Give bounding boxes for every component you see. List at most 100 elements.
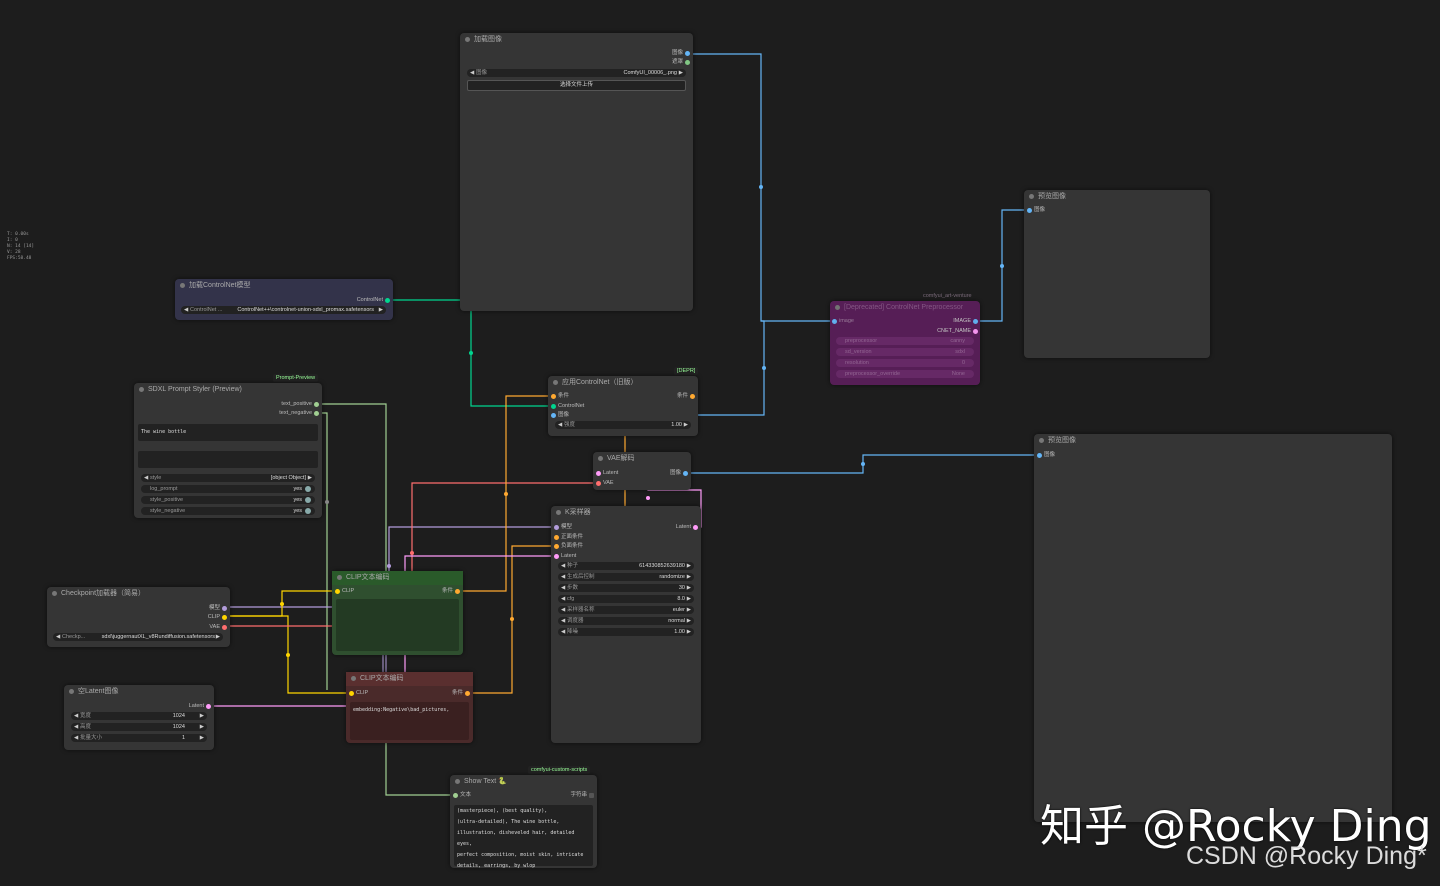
cfg-widget[interactable]: ◀ cfg 8.0 ▶ [558,595,694,603]
node-ksampler[interactable]: K采样器 模型 正面条件 负面条件 Latent Latent ◀ 种子 614… [551,506,701,743]
prompt-text-area[interactable] [336,599,459,651]
output-string-slot[interactable] [589,793,594,798]
node-title[interactable]: CLIP文本编码 [332,571,463,585]
scheduler-widget[interactable]: ◀ 调度器 normal ▶ [558,617,694,625]
arrow-right-icon[interactable]: ▶ [686,574,691,580]
node-load-controlnet[interactable]: 加载ControlNet模型 ControlNet ◀ ControlNet .… [175,279,393,320]
node-load-image[interactable]: 加载图像 图像 遮罩 ◀ 图像 ComfyUI_00006_.png ▶ 选择文… [460,33,693,311]
arrow-left-icon[interactable]: ◀ [74,713,79,719]
node-title[interactable]: 加载ControlNet模型 [175,279,393,293]
node-title[interactable]: CLIP文本编码 [346,672,473,686]
arrow-left-icon[interactable]: ◀ [144,475,149,481]
arrow-left-icon[interactable]: ◀ [561,607,566,613]
preprocessor-override-widget[interactable]: preprocessor_override None [836,370,974,378]
arrow-right-icon[interactable]: ▶ [678,70,683,76]
height-widget[interactable]: ◀ 高度 1024 ▶ [71,723,207,731]
arrow-right-icon[interactable]: ▶ [199,713,204,719]
input-text-slot[interactable] [453,793,458,798]
input-image-slot[interactable] [1037,453,1042,458]
node-controlnet-preprocessor[interactable]: [Deprecated] ControlNet Preprocessor ima… [830,301,980,385]
arrow-right-icon[interactable]: ▶ [307,475,312,481]
sd-version-widget[interactable]: sd_version sdxl [836,348,974,356]
output-mask-slot[interactable] [685,60,690,65]
arrow-left-icon[interactable]: ◀ [558,422,563,428]
denoise-widget[interactable]: ◀ 降噪 1.00 ▶ [558,628,694,636]
node-title[interactable]: VAE解码 [593,452,691,466]
arrow-left-icon[interactable]: ◀ [561,618,566,624]
output-image-slot[interactable] [685,51,690,56]
output-image-slot[interactable] [973,319,978,324]
controlnet-combo[interactable]: ◀ ControlNet ... ControlNet++\controlnet… [181,306,386,314]
node-vae-decode[interactable]: VAE解码 Latent VAE 图像 [593,452,691,490]
output-latent-slot[interactable] [206,704,211,709]
input-controlnet-slot[interactable] [551,404,556,409]
seed-widget[interactable]: ◀ 种子 614330852639180 ▶ [558,562,694,570]
input-latent-slot[interactable] [554,554,559,559]
arrow-left-icon[interactable]: ◀ [561,629,566,635]
input-clip-slot[interactable] [335,589,340,594]
arrow-left-icon[interactable]: ◀ [184,307,189,313]
input-image-slot[interactable] [551,413,556,418]
node-checkpoint-loader[interactable]: Checkpoint加载器（简易） 模型 CLIP VAE ◀ Checkp..… [47,587,230,647]
arrow-right-icon[interactable]: ▶ [686,607,691,613]
node-clip-text-negative[interactable]: CLIP文本编码 CLIP 条件 embedding:Negative\bad_… [346,672,473,743]
output-conditioning-slot[interactable] [465,691,470,696]
image-combo[interactable]: ◀ 图像 ComfyUI_00006_.png ▶ [467,69,686,77]
input-vae-slot[interactable] [596,481,601,486]
arrow-right-icon[interactable]: ▶ [686,563,691,569]
toggle-icon[interactable] [305,497,311,503]
output-latent-slot[interactable] [693,525,698,530]
arrow-right-icon[interactable]: ▶ [683,422,688,428]
sampler-name-widget[interactable]: ◀ 采样器名称 euler ▶ [558,606,694,614]
output-model-slot[interactable] [222,606,227,611]
log-prompt-toggle[interactable]: log_prompt yes [141,485,315,493]
input-model-slot[interactable] [554,525,559,530]
node-preview-image-2[interactable]: 预览图像 图像 [1034,434,1392,822]
input-positive-slot[interactable] [554,535,559,540]
toggle-icon[interactable] [305,508,311,514]
node-apply-controlnet[interactable]: 应用ControlNet（旧版） 条件 ControlNet 图像 条件 ◀ 强… [548,376,698,436]
style-negative-toggle[interactable]: style_negative yes [141,507,315,515]
node-show-text[interactable]: Show Text 🐍 文本 字符串 (masterpiece), (best … [450,775,597,869]
node-title[interactable]: 预览图像 [1024,190,1210,204]
positive-text-area[interactable]: The wine bottle [138,424,318,441]
strength-widget[interactable]: ◀ 强度 1.00 ▶ [555,421,691,429]
node-title[interactable]: 加载图像 [460,33,693,47]
arrow-left-icon[interactable]: ◀ [74,735,79,741]
output-conditioning-slot[interactable] [690,394,695,399]
input-image-slot[interactable] [1027,208,1032,213]
arrow-right-icon[interactable]: ▶ [686,596,691,602]
input-conditioning-slot[interactable] [551,394,556,399]
control-after-generate-widget[interactable]: ◀ 生成后控制 randomize ▶ [558,573,694,581]
input-image-slot[interactable] [832,319,837,324]
node-title[interactable]: Checkpoint加载器（简易） [47,587,230,601]
node-title[interactable]: K采样器 [551,506,701,520]
resolution-widget[interactable]: resolution 0 [836,359,974,367]
node-title[interactable]: Show Text 🐍 [450,775,597,789]
arrow-right-icon[interactable]: ▶ [686,585,691,591]
input-negative-slot[interactable] [554,544,559,549]
output-clip-slot[interactable] [222,615,227,620]
output-vae-slot[interactable] [222,625,227,630]
arrow-right-icon[interactable]: ▶ [199,724,204,730]
arrow-left-icon[interactable]: ◀ [74,724,79,730]
output-cnet-name-slot[interactable] [973,329,978,334]
show-text-area[interactable]: (masterpiece), (best quality), (ultra-de… [454,805,593,869]
preprocessor-widget[interactable]: preprocessor canny [836,337,974,345]
output-text-positive-slot[interactable] [314,402,319,407]
output-controlnet-slot[interactable] [385,298,390,303]
arrow-left-icon[interactable]: ◀ [561,585,566,591]
input-clip-slot[interactable] [349,691,354,696]
width-widget[interactable]: ◀ 宽度 1024 ▶ [71,712,207,720]
node-clip-text-positive[interactable]: CLIP文本编码 CLIP 条件 [332,571,463,655]
node-title[interactable]: 空Latent图像 [64,685,214,699]
arrow-right-icon[interactable]: ▶ [378,307,383,313]
arrow-left-icon[interactable]: ◀ [561,563,566,569]
arrow-right-icon[interactable]: ▶ [215,634,220,640]
output-text-negative-slot[interactable] [314,411,319,416]
negative-text-area[interactable] [138,451,318,468]
arrow-left-icon[interactable]: ◀ [56,634,61,640]
arrow-right-icon[interactable]: ▶ [199,735,204,741]
upload-button[interactable]: 选择文件上传 [467,80,686,91]
output-conditioning-slot[interactable] [455,589,460,594]
